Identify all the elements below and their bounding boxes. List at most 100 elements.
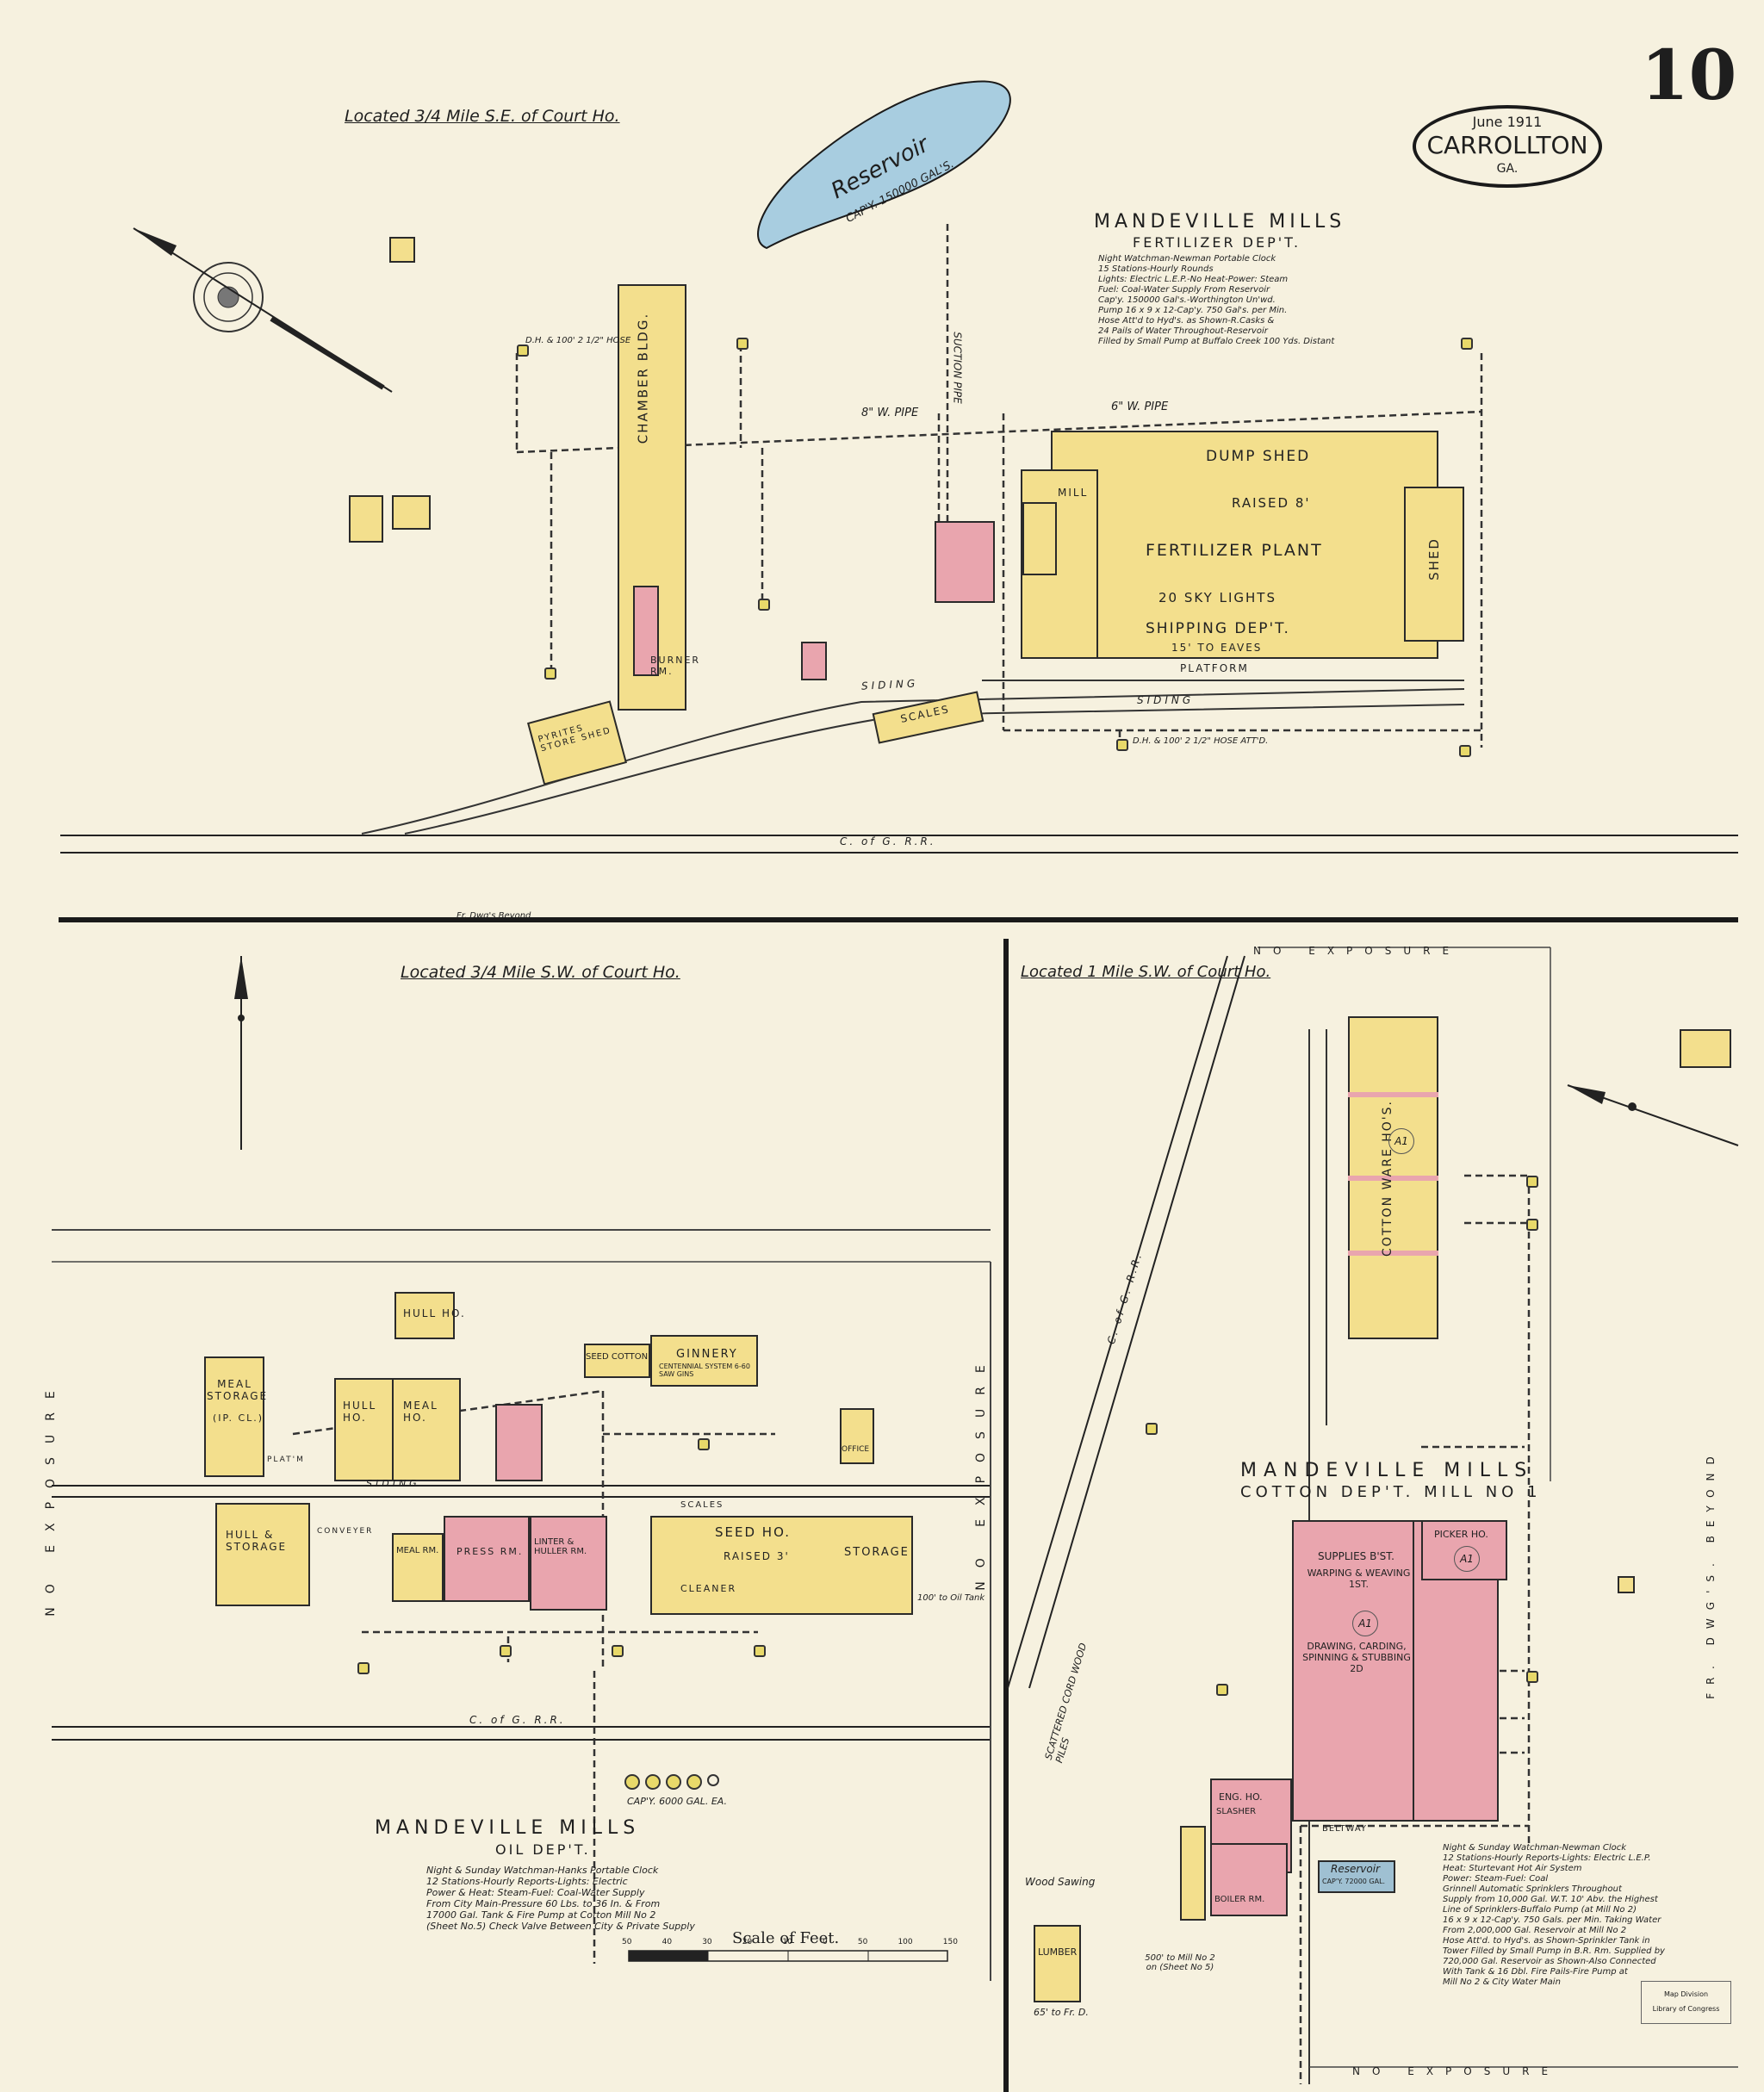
linter-huller-room [530, 1516, 607, 1611]
stamp-line-2: Library of Congress [1652, 2005, 1720, 2013]
fertilizer-notes: Night Watchman-Newman Portable Clock 15 … [1098, 254, 1335, 346]
scale-tick: 100 [898, 1938, 913, 1946]
br-no-exposure-bottom: NO EXPOSURE [1352, 2065, 1561, 2077]
lumber-fp-label: 65' to Fr. D. [1034, 2007, 1089, 2018]
fertilizer-plant-label: FERTILIZER PLANT [1146, 541, 1323, 560]
eng-label: ENG. HO. [1219, 1791, 1263, 1803]
cotton-dept-title: MANDEVILLE MILLS [1240, 1460, 1534, 1481]
br-no-exposure-top: NO EXPOSURE [1253, 945, 1462, 957]
dwelling-br [1680, 1029, 1731, 1068]
scale-tick: 30 [702, 1938, 712, 1946]
scale-title: Scale of Feet. [732, 1929, 840, 1947]
cleaner-label: CLEANER [680, 1583, 737, 1594]
meal-house [392, 1378, 461, 1481]
fertilizer-subtitle: FERTILIZER DEP'T. [1133, 234, 1301, 251]
cartouche-state: GA. [1496, 162, 1519, 176]
dump-shed-label: DUMP SHED [1206, 448, 1311, 465]
hydrant [1526, 1671, 1538, 1683]
press-room [444, 1516, 530, 1602]
boiler-room [1210, 1843, 1288, 1916]
firewall [1348, 1176, 1438, 1181]
small-bldg-3 [392, 495, 431, 530]
br-beyond-label: FR. DWG'S. BEYOND [1704, 1448, 1717, 1699]
cotton-ware-label: COTTON WARE HO'S. [1381, 1099, 1395, 1257]
warping-label: WARPING & WEAVING 1ST. [1307, 1567, 1411, 1590]
hydrant [1526, 1219, 1538, 1231]
top-location-label: Located 3/4 Mile S.E. of Court Ho. [345, 107, 620, 126]
hydrant-label: D.H. & 100' 2 1/2" HOSE [525, 336, 631, 345]
hydrant [1216, 1684, 1228, 1696]
meal-room [392, 1533, 444, 1602]
hydrant [698, 1438, 710, 1450]
shipping-label: SHIPPING DEP'T. [1146, 620, 1290, 637]
mill-label: MILL [1058, 487, 1089, 499]
hydrant [612, 1645, 624, 1657]
stamp-line-1: Map Division [1663, 1990, 1709, 1998]
hydrant [1146, 1423, 1158, 1435]
drawing-label: DRAWING, CARDING, SPINNING & STUBBING 2D [1302, 1641, 1411, 1674]
hydrant [754, 1645, 766, 1657]
slasher-label: SLASHER [1216, 1807, 1257, 1816]
ginnery-sub-label: CENTENNIAL SYSTEM 6-60 SAW GINS [659, 1363, 750, 1378]
office [840, 1408, 874, 1464]
lumber-shed [1034, 1925, 1081, 2002]
scale-tick: 50 [857, 1938, 868, 1946]
hydrant [1116, 739, 1128, 751]
boiler-house-bl [495, 1404, 543, 1481]
seed-ho-label: SEED HO. [715, 1524, 792, 1540]
oil-dept-subtitle: OIL DEP'T. [495, 1841, 591, 1858]
reservoir-br-label: Reservoir [1331, 1863, 1380, 1875]
oil-dept-title: MANDEVILLE MILLS [375, 1817, 641, 1839]
hydrant-label: D.H. & 100' 2 1/2" HOSE ATT'D. [1133, 736, 1269, 746]
bl-to-oil-tank: 100' to Oil Tank [917, 1593, 985, 1603]
seed-cotton-house [584, 1344, 650, 1378]
bl-no-exposure-left: NO EXPOSURE [43, 1377, 58, 1617]
hull-house-1 [394, 1292, 455, 1339]
burner-label: BURNER RM. [650, 655, 701, 677]
beltway-label: BELTWAY [1322, 1824, 1367, 1834]
linter-label: LINTER & HULLER RM. [534, 1537, 587, 1556]
top-railroad-label: C. of G. R.R. [840, 835, 936, 847]
pump-house [935, 521, 995, 603]
firewall [1348, 1092, 1438, 1097]
fertilizer-ell [1022, 502, 1057, 575]
coal-shed [1180, 1826, 1206, 1921]
suction-pipe-label: SUCTION PIPE [951, 332, 964, 404]
scale-tick: 0 [822, 1938, 828, 1946]
fr-dwgs-beyond-label: Fr. Dwg's Beyond [457, 911, 531, 921]
small-bldg-1 [389, 237, 415, 263]
top-pipe-label: 8" W. PIPE [861, 407, 919, 419]
hull-house-2 [334, 1378, 394, 1481]
storage-label: STORAGE [844, 1546, 910, 1559]
nitre-house [801, 642, 827, 680]
ip-cl-label: (IP. CL.) [213, 1412, 264, 1424]
small-bldg-2 [349, 495, 383, 543]
oil-dept-notes: Night & Sunday Watchman-Hanks Portable C… [426, 1865, 695, 1932]
hull-label: HULL HO. [403, 1307, 466, 1319]
conveyer-label: CONVEYER [317, 1527, 374, 1536]
bl-tank-note: CAP'Y. 6000 GAL. EA. [627, 1796, 727, 1807]
raised-3-label: RAISED 3' [724, 1550, 790, 1562]
fertilizer-title: MANDEVILLE MILLS [1094, 211, 1346, 233]
top-siding-label: SIDING [1137, 694, 1195, 706]
picker-label: PICKER HO. [1434, 1529, 1488, 1540]
hydrant [1461, 338, 1473, 350]
scale-tick: 10 [782, 1938, 792, 1946]
hydrant [517, 345, 529, 357]
chamber-stair [633, 586, 659, 676]
scale-tick: 50 [622, 1938, 632, 1946]
office-label: OFFICE [842, 1445, 870, 1454]
press-label: PRESS RM. [457, 1546, 524, 1557]
stairs-marker: A1 [1388, 1128, 1414, 1154]
library-stamp: Map Division Library of Congress [1641, 1981, 1731, 2024]
hydrant [357, 1662, 370, 1674]
small-bldg-br [1618, 1576, 1635, 1593]
reservoir-br [1318, 1860, 1395, 1893]
reservoir-br-cap: CAP'Y. 72000 GAL. [1322, 1878, 1386, 1885]
to-mill-label: 500' to Mill No 2 on (Sheet No 5) [1145, 1953, 1215, 1972]
scales-bl-label: SCALES [680, 1500, 724, 1510]
hydrant [1526, 1176, 1538, 1188]
cartouche-city: CARROLLTON [1426, 131, 1588, 159]
cotton-dept-notes: Night & Sunday Watchman-Newman Clock 12 … [1443, 1843, 1665, 1987]
hydrant [736, 338, 748, 350]
